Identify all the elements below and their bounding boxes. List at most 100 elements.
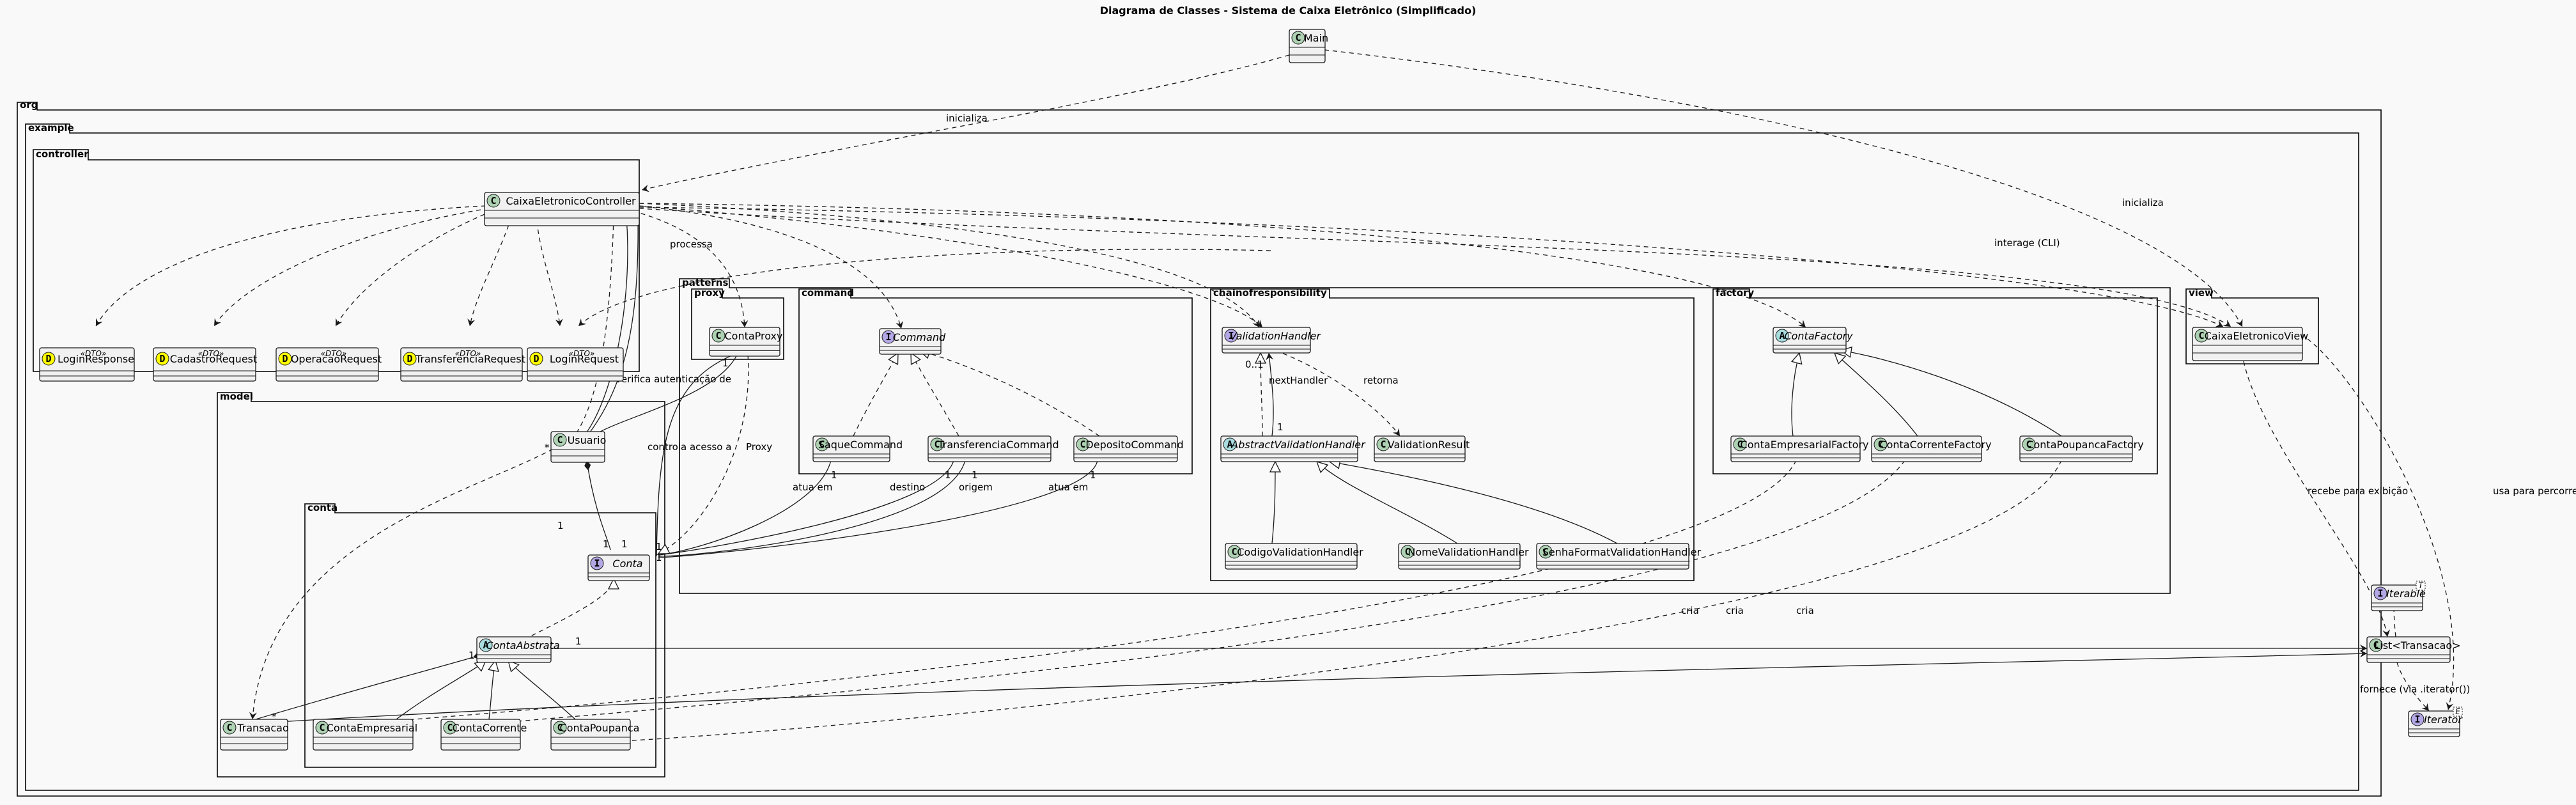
- label-usa-para: usa para percorrer: [2493, 485, 2576, 497]
- class-kind-letter: C: [557, 722, 563, 733]
- edge-corrente-abstrata: [489, 660, 495, 720]
- mult-usuario-one: 1: [557, 520, 564, 531]
- class-kind-icon: [486, 194, 500, 208]
- edge-proxy-conta-impl: [658, 354, 749, 554]
- mult-conta-one-c: 1: [656, 541, 662, 552]
- class-name: SaqueCommand: [818, 439, 903, 451]
- edge-ctrl-factory: [639, 203, 1806, 328]
- edge-abstract-validation: [1261, 353, 1262, 437]
- class-kind-icon: [1733, 437, 1747, 451]
- class-name: ValidationResult: [1388, 439, 1470, 451]
- class-kind-letter: C: [447, 722, 453, 733]
- class-kind-icon: [553, 433, 567, 447]
- package-factory: factory: [1712, 287, 2158, 474]
- mult-transacao-star: *: [272, 711, 277, 723]
- class-kind-letter: D: [282, 353, 288, 364]
- class-operacao-request: D«DTO»OperacaoRequest: [275, 347, 382, 382]
- mult-deposito-one: 1: [1090, 469, 1096, 481]
- package-patterns: patterns: [679, 277, 2171, 594]
- package-model: model: [217, 391, 665, 778]
- class-name: ContaCorrente: [453, 722, 527, 734]
- class-kind-icon: [278, 352, 292, 366]
- package-view: view: [2185, 287, 2319, 364]
- edge-view-iterator: [2307, 338, 2455, 710]
- class-name: ContaPoupancaFactory: [2026, 439, 2143, 451]
- class-kind-icon: [1401, 545, 1415, 559]
- edge-empfac-cria: [370, 460, 1797, 726]
- class-kind-icon: [315, 721, 329, 735]
- class-name: CodigoValidationHandler: [1237, 546, 1363, 558]
- class-name: TransferenciaCommand: [937, 439, 1059, 451]
- class-name: Iterator: [2424, 714, 2463, 726]
- class-kind-icon: [711, 329, 725, 343]
- class-kind-letter: C: [2373, 639, 2378, 651]
- label-atua-em-2: atua em: [1048, 481, 1088, 493]
- package-factory-label: factory: [1716, 287, 1754, 299]
- class-name: ContaAbstrata: [486, 639, 559, 652]
- edge-saque-conta: [658, 460, 832, 556]
- edge-transacao-list: [268, 650, 2368, 723]
- package-model-label: model: [220, 391, 253, 402]
- class-name: ContaCorrenteFactory: [1879, 439, 1991, 451]
- class-name: Usuario: [568, 434, 607, 446]
- edge-validation-result: [1275, 350, 1401, 437]
- class-kind-icon: [2373, 586, 2387, 600]
- class-name: OperacaoRequest: [291, 353, 382, 365]
- class-name: TransferenciaRequest: [415, 353, 525, 365]
- class-transferencia-request: D«DTO»TransferenciaRequest: [400, 347, 525, 382]
- class-kind-letter: C: [934, 439, 940, 450]
- class-kind-icon: [1224, 329, 1238, 343]
- class-kind-letter: A: [483, 639, 488, 651]
- edge-proxy-conta: [656, 354, 734, 557]
- edge-ctrl-validation: [639, 203, 1260, 328]
- class-kind-letter: C: [1737, 439, 1742, 450]
- label-cria-3: cria: [1796, 605, 1814, 616]
- class-kind-letter: C: [2198, 330, 2204, 341]
- label-controla: controla acesso a: [648, 441, 731, 453]
- multiplicities: * 1 1 1 1 1 1 1 1 1 1 1 0..1 1 1 1 *: [272, 357, 1284, 723]
- class-kind-icon: [1376, 437, 1390, 451]
- edge-transfer-command: [911, 353, 959, 437]
- class-kind-icon: [2369, 638, 2383, 652]
- edge-codigo-abstract: [1272, 462, 1275, 544]
- class-name: Main: [1304, 32, 1328, 44]
- mult-transfer-one-a: 1: [945, 469, 951, 481]
- edge-poupanca-abstrata: [508, 660, 576, 720]
- class-kind-letter: C: [226, 722, 232, 733]
- mult-conta-one-b: 1: [621, 538, 628, 550]
- mult-next-zero-one: 0..1: [1245, 359, 1264, 370]
- label-fornece: fornece (via .iterator()): [2360, 684, 2470, 695]
- label-cria-2: cria: [1726, 605, 1744, 616]
- edge-ctrl-view-2: [639, 208, 2231, 327]
- class-kind-icon: [42, 352, 56, 366]
- class-kind-letter: D: [159, 353, 165, 364]
- mult-proxy-one: 1: [722, 357, 729, 369]
- package-chain-label: chainofresponsibility: [1213, 287, 1327, 299]
- class-kind-icon: [1227, 545, 1241, 559]
- class-kind-icon: [2194, 329, 2208, 343]
- class-kind-letter: A: [1779, 330, 1785, 341]
- class-kind-letter: C: [1542, 546, 1548, 558]
- mult-ctrl-usuario-star: *: [545, 442, 550, 453]
- label-destino: destino: [890, 481, 925, 493]
- class-kind-icon: [930, 437, 944, 451]
- package-command: command: [798, 287, 1193, 474]
- class-kind-letter: I: [594, 558, 600, 569]
- label-retorna: retorna: [1363, 375, 1399, 386]
- class-kind-letter: C: [1380, 439, 1386, 450]
- class-name: ContaEmpresarialFactory: [1741, 439, 1869, 451]
